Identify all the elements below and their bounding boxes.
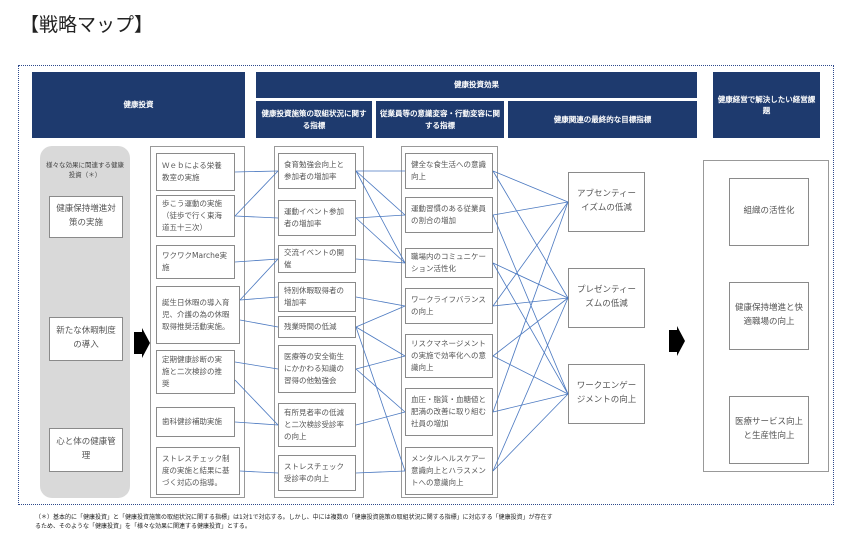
header-effect: 健康投資効果: [256, 72, 697, 98]
initiative-box: 歩こう運動の実施（徒歩で行く東海道五十三次）: [156, 195, 235, 237]
awareness-box: 健全な食生活への意識向上: [405, 153, 493, 189]
right-arrow-icon: [134, 328, 150, 358]
category-box: 健康保持増進対策の実施: [49, 196, 123, 238]
header-measures: 健康投資施策の取組状況に関する指標: [256, 101, 372, 138]
indicator-box: 有所見者率の低減と二次検診受診率の向上: [278, 403, 356, 447]
indicator-box: 運動イベント参加者の増加率: [278, 200, 356, 236]
header-awareness: 従業員等の意識変容・行動変容に関する指標: [376, 101, 504, 138]
awareness-box: ワークライフバランスの向上: [405, 288, 493, 324]
indicator-box: ストレスチェック受診率の向上: [278, 455, 356, 491]
initiative-box: ワクワクMarche実施: [156, 245, 235, 279]
header-final-goal: 健康関連の最終的な目標指標: [508, 101, 697, 138]
awareness-box: 職場内のコミュニケーション活性化: [405, 248, 493, 278]
goal-box: プレゼンティーズムの低減: [568, 268, 645, 328]
awareness-box: 運動習慣のある従業員の割合の増加: [405, 197, 493, 233]
indicator-box: 交流イベントの開催: [278, 245, 356, 273]
header-investment: 健康投資: [32, 72, 245, 138]
awareness-box: メンタルヘルスケアー意識向上とハラスメントへの意識向上: [405, 447, 493, 495]
indicator-box: 残業時間の低減: [278, 316, 356, 338]
initiative-box: ストレスチェック制度の実施と結果に基づく対応の指導。: [156, 447, 240, 495]
goal-box: ワークエンゲージメントの向上: [568, 364, 645, 424]
initiative-box: 歯科健診補助実施: [156, 407, 235, 437]
strategy-map-frame: [18, 65, 834, 505]
investment-group-label: 様々な効果に関連する健康投資（＊）: [46, 161, 124, 180]
footnote: （＊）基本的に「健康投資」と「健康投資施策の取組状況に関する指標」は1対1で対応…: [35, 514, 553, 531]
issue-box: 組織の活性化: [729, 178, 809, 246]
initiative-box: 定期健康診断の実施と二次検診の推奨: [156, 350, 235, 394]
page-title: 【戦略マップ】: [20, 14, 154, 36]
indicator-box: 食育勉強会向上と参加者の増加率: [278, 153, 356, 189]
awareness-box: 血圧・脂質・血糖値と肥満の改善に取り組む社員の増加: [405, 388, 493, 436]
right-arrow-icon: [669, 326, 685, 356]
awareness-box: リスクマネージメントの実施で効率化への意識向上: [405, 334, 493, 378]
indicator-box: 特別休暇取得者の増加率: [278, 282, 356, 312]
category-box: 新たな休暇制度の導入: [49, 317, 123, 361]
initiative-box: Ｗｅｂによる栄養教室の実施: [156, 153, 235, 191]
issue-box: 医療サービス向上と生産性向上: [729, 396, 809, 464]
initiative-box: 誕生日休暇の導入育児、介護の為の休暇取得推奨活動実施。: [156, 286, 240, 344]
header-issues: 健康経営で解決したい経営課題: [713, 72, 820, 138]
indicator-box: 医療等の安全衛生にかかわる知識の習得の他勉強会: [278, 345, 356, 393]
issue-box: 健康保持増進と快適職場の向上: [729, 282, 809, 350]
goal-box: アブセンティーイズムの低減: [568, 172, 645, 232]
category-box: 心と体の健康管理: [49, 428, 123, 472]
